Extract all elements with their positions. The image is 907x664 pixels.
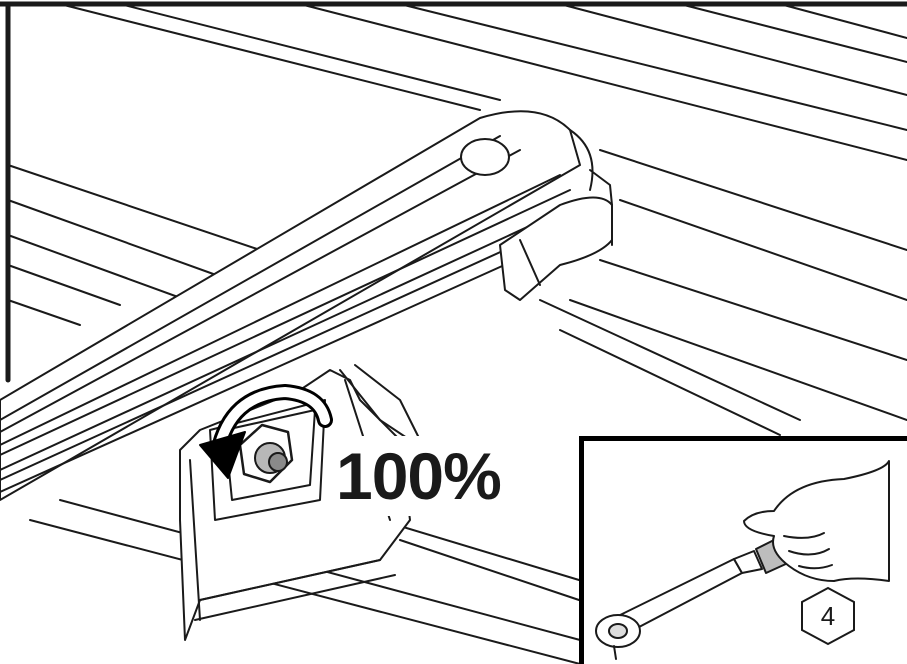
frame-border — [0, 1, 907, 383]
hexagon-icon — [801, 586, 855, 646]
step-number-badge: 4 — [800, 586, 856, 646]
end-cap — [499, 169, 613, 301]
side-rails — [7, 164, 581, 664]
tighten-arrow-icon — [199, 384, 333, 479]
crossbar — [0, 110, 594, 501]
torque-wrench-icon — [595, 460, 890, 660]
tool-inset-panel — [579, 436, 907, 664]
torque-percentage-label: 100% — [330, 436, 507, 516]
bolt-nut — [238, 423, 294, 484]
background-rails — [59, 3, 907, 436]
step-number-text: 4 — [820, 600, 836, 631]
